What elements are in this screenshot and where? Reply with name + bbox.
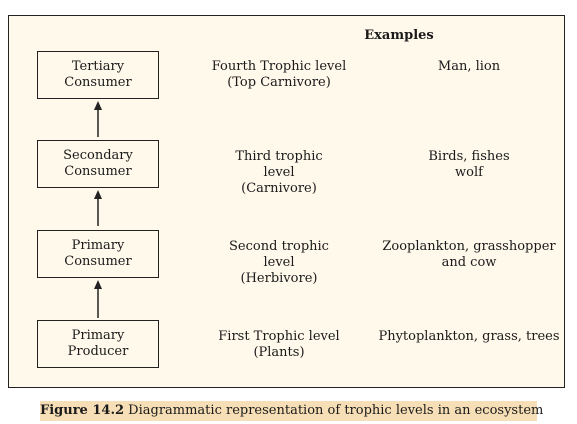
examples-header: Examples [364, 28, 434, 43]
figure-caption-text: Diagrammatic representation of trophic l… [124, 403, 544, 418]
level-box-label: Secondary [63, 148, 133, 163]
description-line: Third trophic [235, 149, 323, 164]
arrow-up-icon [94, 101, 102, 137]
level-examples-first: Phytoplankton, grass, trees [374, 329, 564, 345]
level-box-primary-producer: Primary Producer [37, 320, 159, 368]
level-box-label: Consumer [64, 254, 132, 269]
figure-caption: Figure 14.2 Diagrammatic representation … [40, 401, 543, 421]
description-line: Second trophic [229, 239, 329, 254]
level-box-label: Tertiary [71, 59, 125, 74]
level-box-label: Primary [71, 328, 125, 343]
figure-caption-label: Figure 14.2 [40, 403, 125, 418]
description-line: (Carnivore) [241, 181, 317, 196]
level-box-secondary-consumer: Secondary Consumer [37, 140, 159, 188]
description-line: level [263, 165, 295, 180]
examples-line: Phytoplankton, grass, trees [378, 329, 560, 344]
level-description-first: First Trophic level (Plants) [199, 329, 359, 361]
description-line: (Herbivore) [240, 271, 318, 286]
level-box-label: Primary [71, 238, 125, 253]
arrow-up-icon [94, 280, 102, 318]
level-examples-fourth: Man, lion [374, 59, 564, 75]
description-line: (Top Carnivore) [227, 75, 331, 90]
examples-line: wolf [455, 165, 483, 180]
description-line: (Plants) [253, 345, 305, 360]
level-box-label: Producer [67, 344, 129, 359]
level-box-primary-consumer: Primary Consumer [37, 230, 159, 278]
examples-line: Birds, fishes [428, 149, 510, 164]
level-description-third: Third trophic level (Carnivore) [199, 149, 359, 197]
examples-line: Man, lion [437, 59, 501, 74]
diagram-frame: Examples Tertiary Consumer Fourth Trophi… [8, 15, 565, 388]
level-box-label: Consumer [64, 75, 132, 90]
examples-line: Zooplankton, grasshopper [382, 239, 556, 254]
level-box-tertiary-consumer: Tertiary Consumer [37, 51, 159, 99]
arrow-up-icon [94, 190, 102, 226]
description-line: level [263, 255, 295, 270]
examples-line: and cow [441, 255, 497, 270]
level-examples-second: Zooplankton, grasshopper and cow [374, 239, 564, 271]
level-examples-third: Birds, fishes wolf [374, 149, 564, 181]
level-box-label: Consumer [64, 164, 132, 179]
level-description-second: Second trophic level (Herbivore) [199, 239, 359, 287]
description-line: First Trophic level [218, 329, 340, 344]
description-line: Fourth Trophic level [211, 59, 347, 74]
level-description-fourth: Fourth Trophic level (Top Carnivore) [199, 59, 359, 91]
